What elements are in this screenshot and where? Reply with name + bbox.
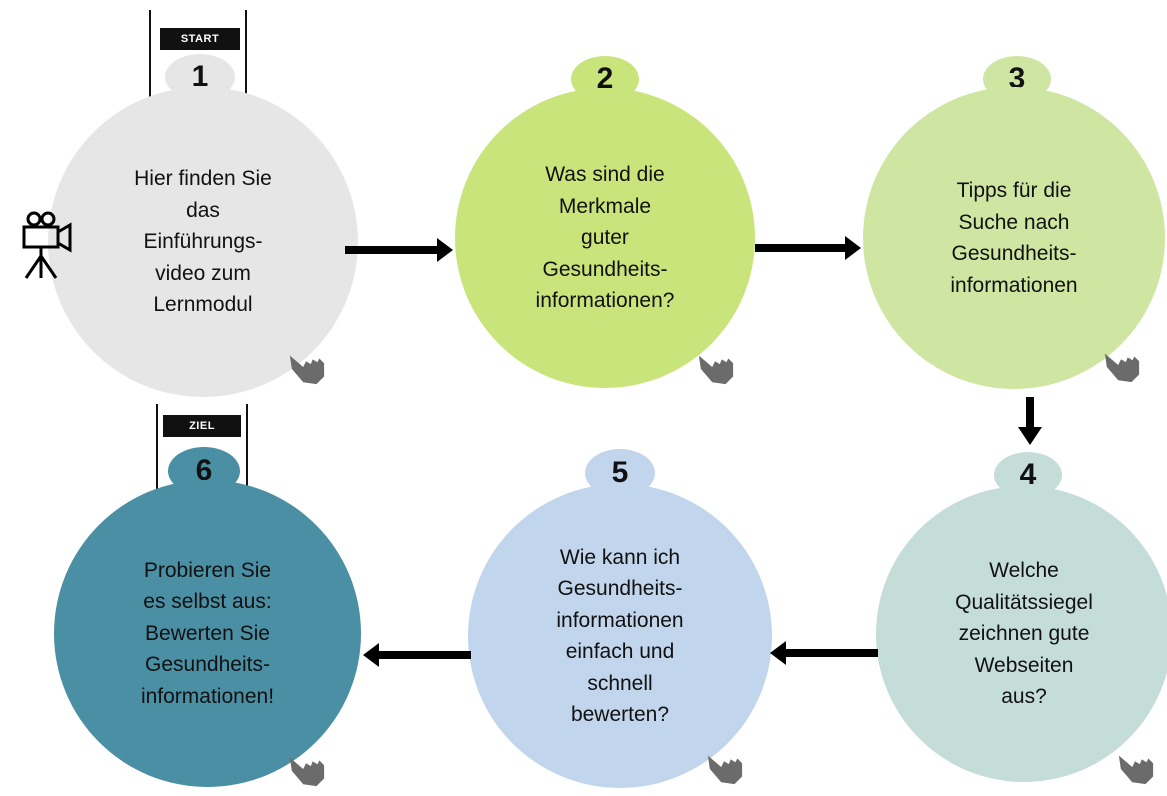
hand-pointer-icon[interactable]: [288, 348, 326, 386]
start-flag: START: [160, 28, 240, 50]
hand-pointer-icon[interactable]: [288, 750, 326, 788]
step-1-circle[interactable]: Hier finden Sie das Einführungs- video z…: [48, 87, 358, 397]
step-4-text: Welche Qualitätssiegel zeichnen gute Web…: [955, 559, 1093, 709]
step-6-text: Probieren Sie es selbst aus: Bewerten Si…: [140, 558, 275, 708]
start-pole-right: [245, 10, 247, 103]
step-1-text: Hier finden Sie das Einführungs- video z…: [134, 167, 272, 317]
step-5-circle[interactable]: Wie kann ich Gesundheits- informationen …: [468, 484, 772, 788]
goal-pole-left: [156, 404, 158, 496]
step-3-text: Tipps für die Suche nach Gesundheits- in…: [950, 179, 1078, 297]
arrow-step-3-to-4: [1018, 397, 1042, 445]
goal-pole-right: [246, 404, 248, 496]
step-6-circle[interactable]: Probieren Sie es selbst aus: Bewerten Si…: [54, 480, 361, 787]
hand-pointer-icon[interactable]: [1103, 346, 1141, 384]
step-5-text: Wie kann ich Gesundheits- informationen …: [556, 545, 684, 727]
goal-flag: ZIEL: [163, 415, 241, 437]
arrow-step-1-to-2: [345, 238, 453, 262]
start-pole-left: [149, 10, 151, 103]
arrow-step-2-to-3: [755, 236, 861, 260]
step-3-circle[interactable]: Tipps für die Suche nach Gesundheits- in…: [863, 87, 1165, 389]
hand-pointer-icon[interactable]: [697, 348, 735, 386]
step-2-circle[interactable]: Was sind die Merkmale guter Gesundheits-…: [455, 88, 755, 388]
hand-pointer-icon[interactable]: [706, 748, 744, 786]
step-2-text: Was sind die Merkmale guter Gesundheits-…: [535, 163, 675, 313]
arrow-step-5-to-6: [363, 643, 471, 667]
arrow-step-4-to-5: [770, 641, 878, 665]
step-4-circle[interactable]: Welche Qualitätssiegel zeichnen gute Web…: [876, 486, 1167, 782]
video-camera-icon: [22, 211, 72, 279]
hand-pointer-icon[interactable]: [1117, 748, 1155, 786]
